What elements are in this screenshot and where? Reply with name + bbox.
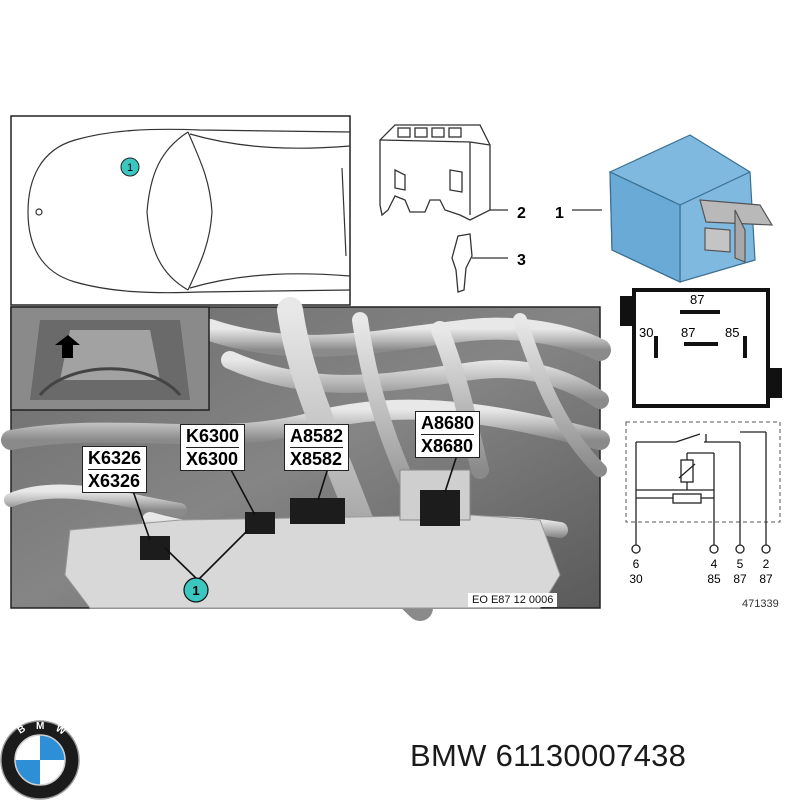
connector-label-k6326: K6326 X6326 bbox=[82, 446, 148, 493]
svg-text:87: 87 bbox=[759, 572, 773, 586]
relay-socket bbox=[379, 124, 508, 221]
bmw-logo: B M W bbox=[0, 720, 80, 800]
svg-text:3: 3 bbox=[517, 252, 526, 269]
svg-text:B: B bbox=[16, 723, 28, 736]
svg-text:87: 87 bbox=[681, 325, 695, 340]
svg-text:1: 1 bbox=[555, 205, 564, 222]
part-labels: 2 3 1 bbox=[517, 205, 564, 269]
connector-label-k6300: K6300 X6300 bbox=[180, 424, 246, 471]
part-number-caption: BMW 61130007438 bbox=[410, 738, 687, 773]
connector-label-a8680: A8680 X8680 bbox=[415, 411, 481, 458]
car-outline bbox=[27, 128, 351, 294]
relay-terminal bbox=[451, 233, 508, 293]
svg-text:85: 85 bbox=[707, 572, 721, 586]
connector-label-a8582: A8582 X8582 bbox=[284, 424, 350, 471]
svg-text:M: M bbox=[36, 721, 44, 732]
svg-text:2: 2 bbox=[763, 557, 770, 571]
svg-text:5: 5 bbox=[737, 557, 744, 571]
svg-text:2: 2 bbox=[517, 205, 526, 222]
svg-text:85: 85 bbox=[725, 325, 739, 340]
schematic-pin-labels: 6 30 4 85 5 87 2 87 bbox=[629, 557, 773, 586]
connector-bodies bbox=[140, 490, 460, 560]
photo-code: EO E87 12 0006 bbox=[468, 593, 558, 607]
blue-relay bbox=[609, 134, 774, 283]
photo-marker: 1 bbox=[183, 577, 209, 603]
svg-text:87: 87 bbox=[733, 572, 747, 586]
figure-number: 471339 bbox=[742, 598, 779, 610]
svg-text:30: 30 bbox=[639, 325, 653, 340]
svg-text:4: 4 bbox=[711, 557, 718, 571]
svg-text:30: 30 bbox=[629, 572, 643, 586]
svg-text:1: 1 bbox=[192, 583, 199, 598]
svg-text:87: 87 bbox=[690, 292, 704, 307]
location-marker: 1 bbox=[120, 157, 140, 177]
svg-text:1: 1 bbox=[127, 162, 133, 174]
inset-detail bbox=[10, 306, 210, 411]
svg-text:6: 6 bbox=[633, 557, 640, 571]
